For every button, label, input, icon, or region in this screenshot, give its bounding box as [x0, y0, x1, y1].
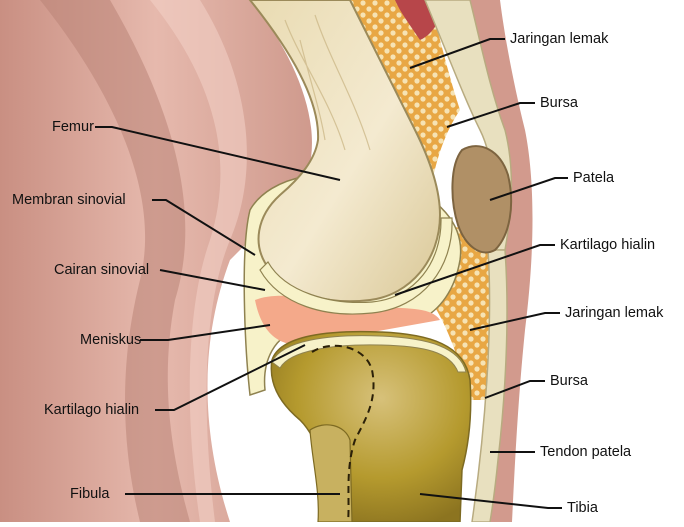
label-membran-sinovial: Membran sinovial	[12, 193, 126, 208]
label-meniskus: Meniskus	[80, 333, 141, 348]
label-jaringan-lemak-top: Jaringan lemak	[510, 32, 608, 47]
label-femur: Femur	[52, 120, 94, 135]
label-jaringan-lemak-bottom: Jaringan lemak	[565, 306, 663, 321]
label-patela: Patela	[573, 171, 614, 186]
label-cairan-sinovial: Cairan sinovial	[54, 263, 149, 278]
label-bursa-top: Bursa	[540, 96, 578, 111]
fibula-bone	[310, 425, 352, 522]
label-fibula: Fibula	[70, 487, 110, 502]
label-tendon-patela: Tendon patela	[540, 445, 631, 460]
label-kartilago-hialin-right: Kartilago hialin	[560, 238, 655, 253]
label-kartilago-hialin-left: Kartilago hialin	[44, 403, 139, 418]
label-bursa-bottom: Bursa	[550, 374, 588, 389]
label-tibia: Tibia	[567, 501, 598, 516]
